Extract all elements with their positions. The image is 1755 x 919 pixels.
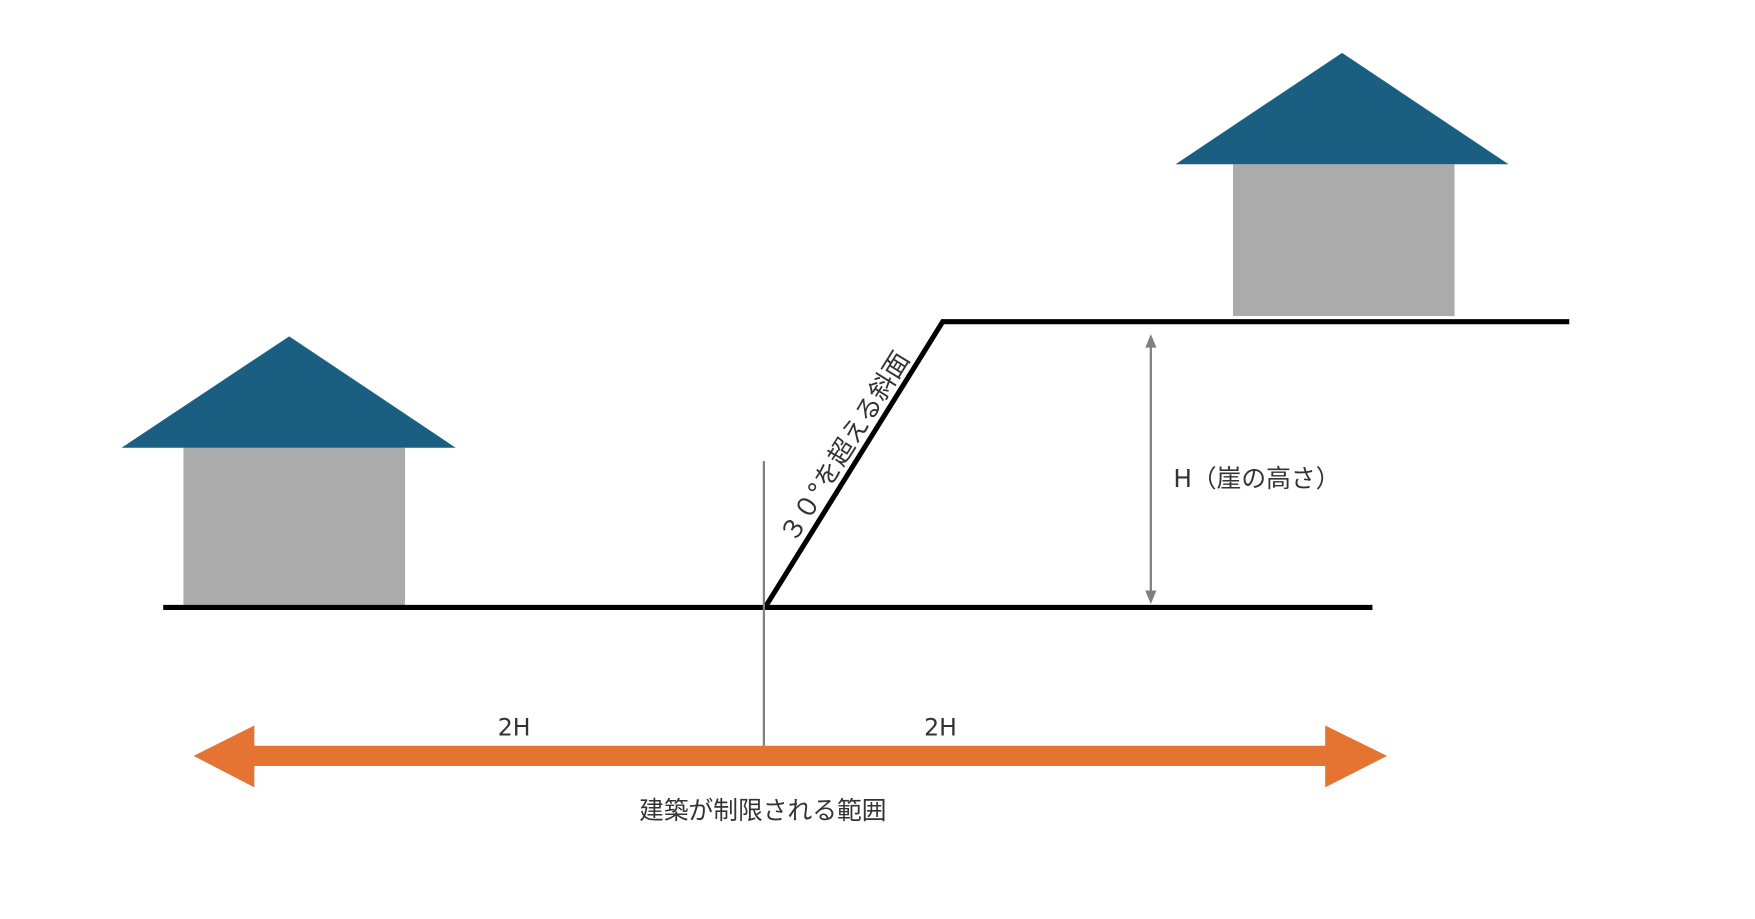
restricted-range-arrow — [193, 725, 1388, 788]
ground-profile — [163, 319, 1570, 610]
upper-house-body — [1232, 164, 1455, 317]
lower-house-roof — [121, 336, 456, 448]
cliff-height-label: H（崖の高さ） — [1173, 464, 1340, 493]
right-distance-label: 2H — [924, 714, 957, 742]
upper-house — [1175, 52, 1509, 317]
upper-house-roof — [1175, 52, 1509, 165]
restricted-range-label: 建築が制限される範囲 — [639, 796, 886, 825]
slope-label: ３０°を超える斜面 — [775, 346, 917, 548]
cliff-height-dimension — [1145, 334, 1157, 605]
lower-house-body — [183, 447, 406, 607]
left-distance-label: 2H — [498, 714, 531, 742]
lower-house — [121, 336, 456, 607]
